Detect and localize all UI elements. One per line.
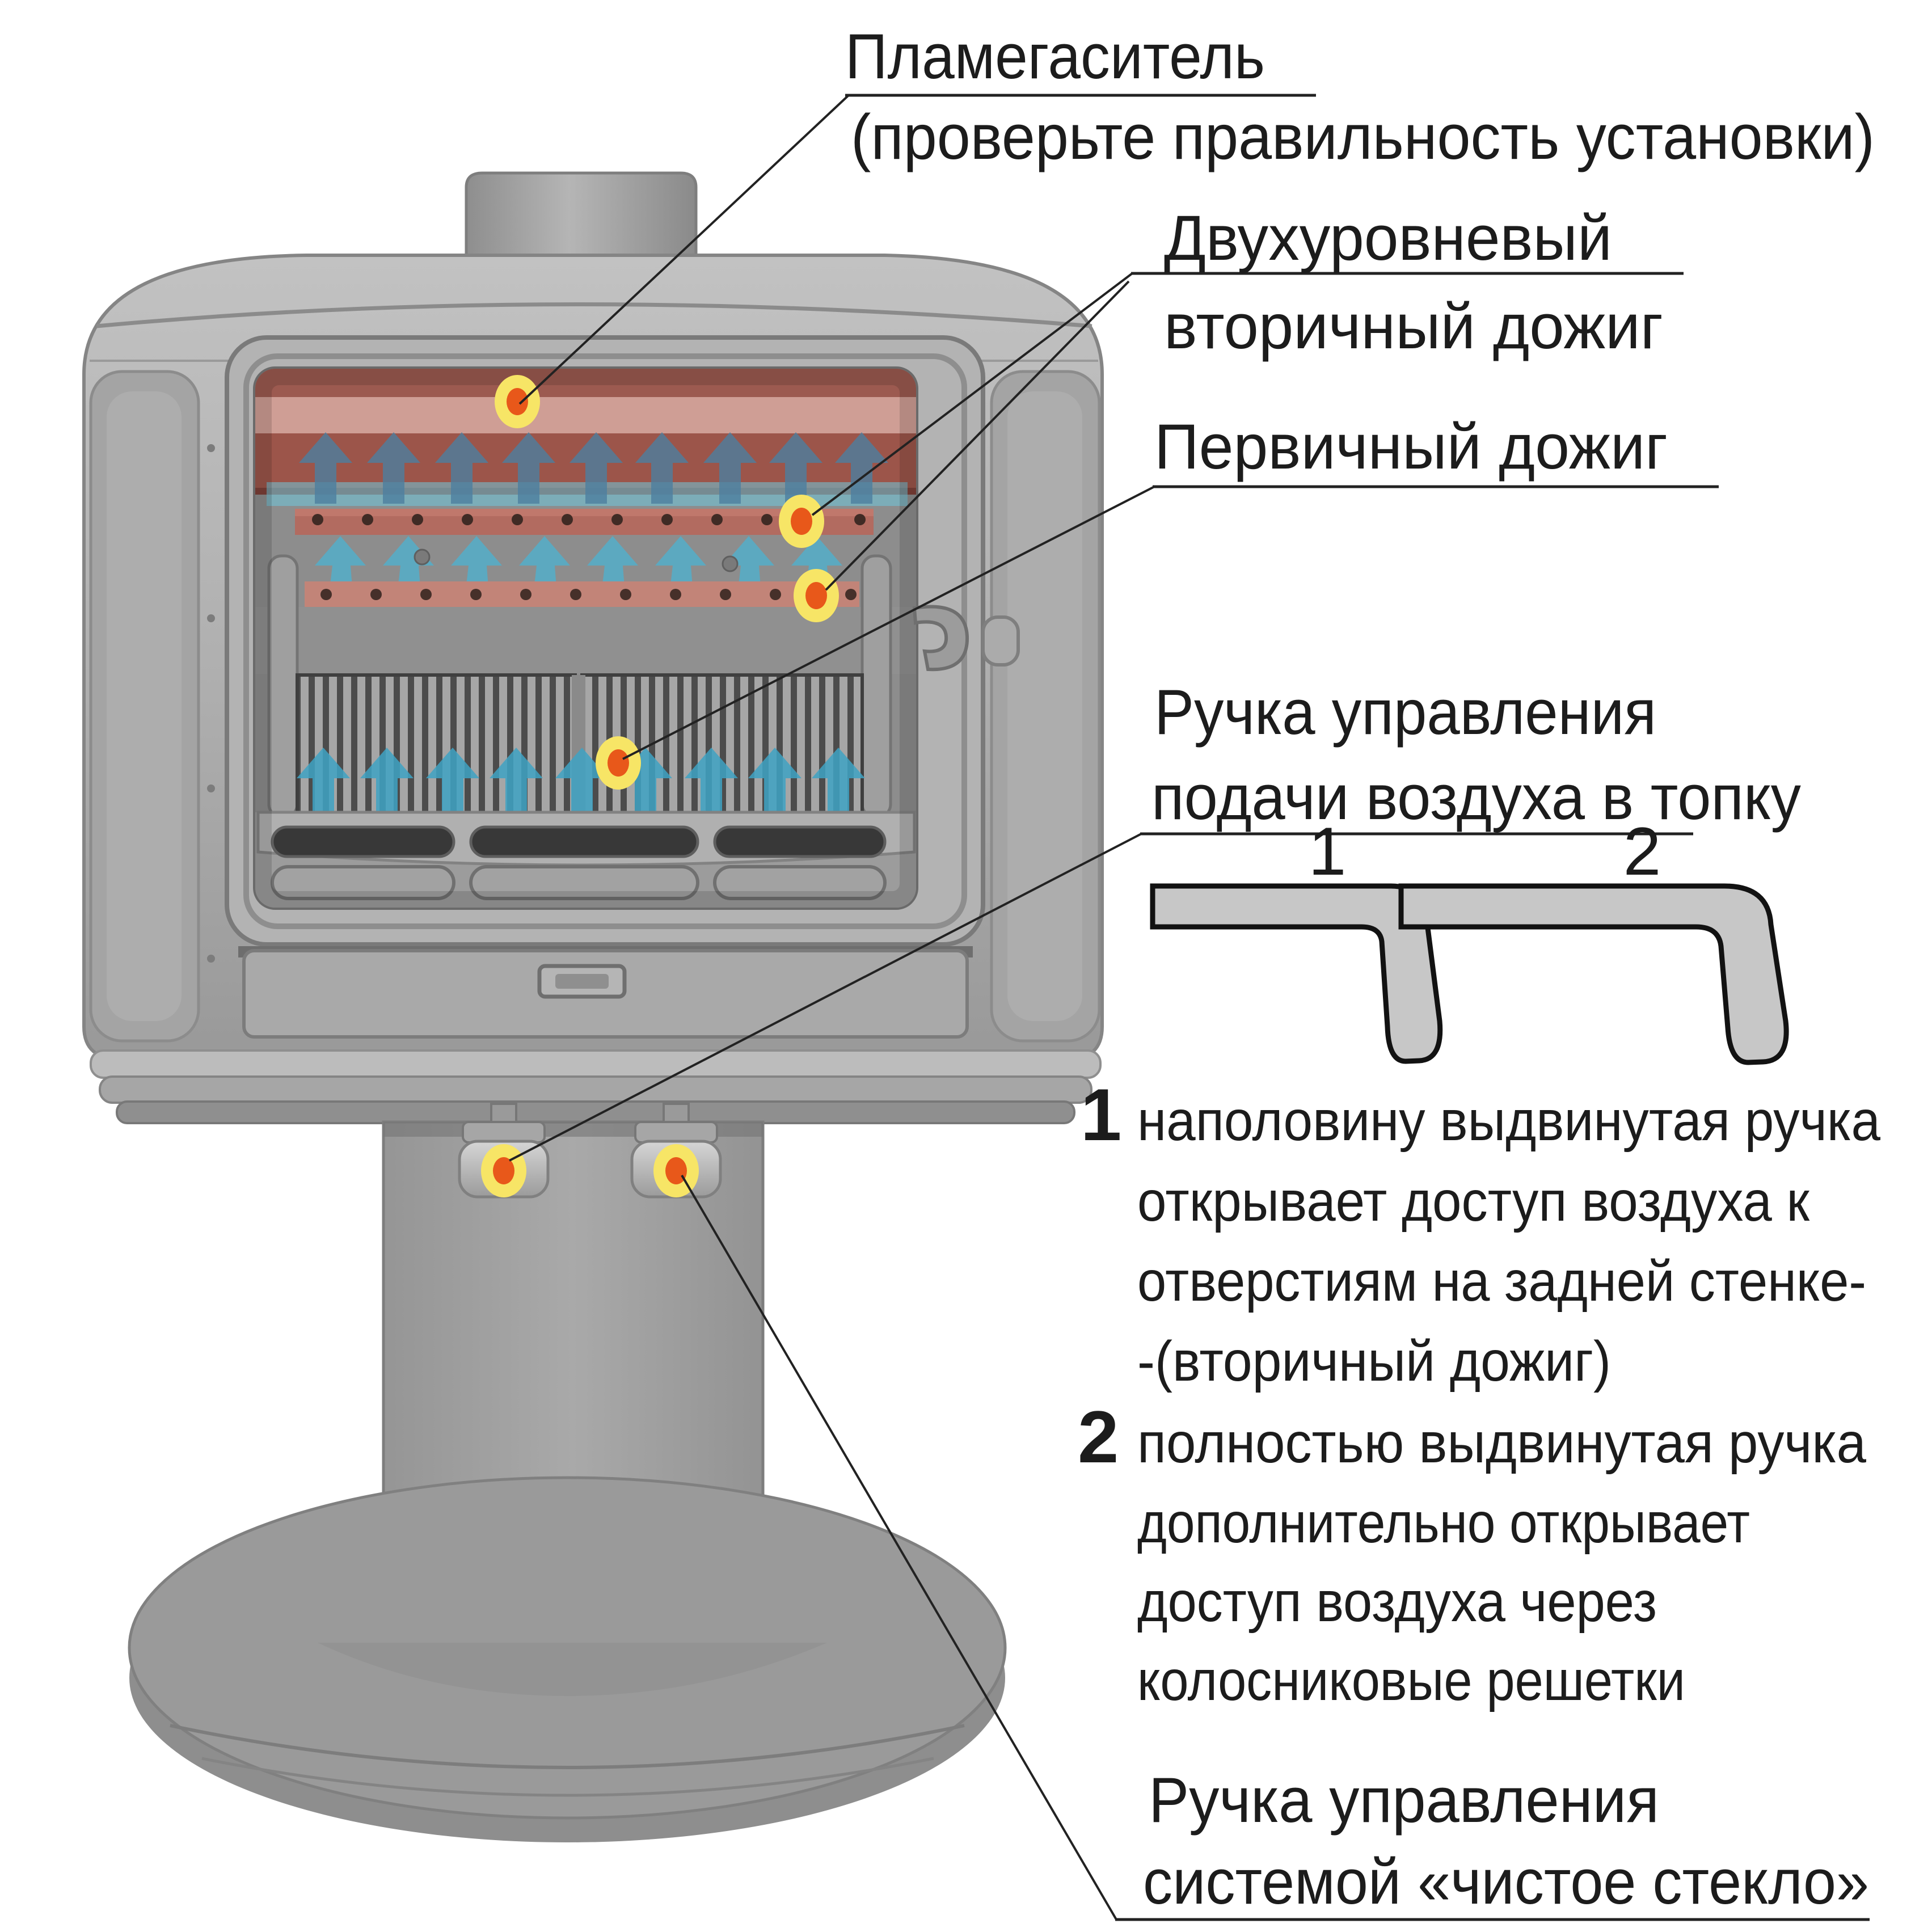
marker-clean-glass-knob bbox=[653, 1144, 699, 1197]
marker-flame-arrester bbox=[495, 375, 540, 428]
side-panel-right-inner bbox=[1007, 391, 1082, 1021]
item-2-line3: доступ воздуха через bbox=[1137, 1570, 1657, 1634]
flange-band-3 bbox=[116, 1100, 1075, 1124]
secondary-burn-strip-2 bbox=[305, 581, 859, 607]
flange-band-1 bbox=[90, 1049, 1102, 1079]
marker-secondary-level-2 bbox=[794, 569, 839, 622]
flange-band-2 bbox=[99, 1075, 1092, 1104]
item-2-line2: дополнительно открывает bbox=[1137, 1491, 1750, 1555]
screw bbox=[414, 549, 431, 566]
explanation-item-1: 1 наполовину выдвинутая ручка открывает … bbox=[1081, 1073, 1880, 1393]
label-primary-burn: Первичный дожиг bbox=[1154, 411, 1668, 482]
label-flame-arrester: Пламегаситель bbox=[845, 21, 1265, 92]
item-1-line3: отверстиям на задней стенке- bbox=[1137, 1250, 1866, 1313]
leader-flame-arrester bbox=[518, 94, 850, 405]
marker-air-knob bbox=[481, 1144, 526, 1197]
air-arrows-upper bbox=[299, 432, 888, 504]
control-knob-right bbox=[630, 1103, 722, 1199]
firebox-post-right bbox=[860, 554, 892, 819]
stove-base bbox=[128, 1476, 1007, 1842]
item-1-line4: -(вторичный дожиг) bbox=[1137, 1330, 1611, 1393]
handle-shape-position-1 bbox=[1150, 883, 1443, 1064]
screw bbox=[722, 555, 739, 572]
drawer-handle-inner bbox=[555, 974, 609, 989]
item-2-line1: полностью выдвинутая ручка bbox=[1137, 1411, 1866, 1475]
firebox-interior bbox=[255, 369, 916, 908]
label-secondary-burn-line2: вторичный дожиг bbox=[1164, 291, 1663, 362]
leader-air-handle bbox=[509, 833, 1142, 1162]
door-latch-keeper bbox=[981, 615, 1020, 667]
side-panel-left-inner bbox=[107, 391, 182, 1021]
leader-secondary-2 bbox=[825, 280, 1130, 591]
door-rivets bbox=[207, 444, 215, 963]
label-flame-arrester-note: (проверьте правильность установки) bbox=[851, 102, 1875, 172]
position-2-number: 2 bbox=[1623, 813, 1661, 889]
label-clean-glass-line2: системой «чистое стекло» bbox=[1143, 1846, 1869, 1917]
door-latch-hook bbox=[912, 605, 969, 672]
stove-top-rim bbox=[96, 302, 1092, 328]
explanation-item-2: 2 полностью выдвинутая ручка дополнитель… bbox=[1078, 1395, 1866, 1712]
label-secondary-burn-line1: Двухуровневый bbox=[1164, 203, 1612, 273]
secondary-burn-strip-1 bbox=[295, 509, 874, 535]
leader-primary bbox=[622, 486, 1155, 760]
firebox-post-left bbox=[267, 554, 299, 819]
vent-slots bbox=[271, 825, 887, 858]
vent-pills bbox=[271, 865, 887, 900]
item-1-line1: наполовину выдвинутая ручка bbox=[1137, 1089, 1880, 1153]
leader-lines bbox=[509, 94, 1870, 1921]
item-2-line4: колосниковые решетки bbox=[1137, 1649, 1685, 1712]
item-1-number: 1 bbox=[1081, 1073, 1121, 1156]
position-1-number: 1 bbox=[1309, 813, 1347, 889]
marker-primary-burn bbox=[596, 736, 641, 790]
perforation-holes-2 bbox=[320, 589, 857, 600]
item-2-number: 2 bbox=[1078, 1395, 1119, 1478]
marker-secondary-level-1 bbox=[779, 495, 824, 548]
label-air-handle-line2: подачи воздуха в топку bbox=[1151, 762, 1801, 833]
air-arrows-lower bbox=[297, 748, 865, 819]
control-knob-left bbox=[458, 1103, 550, 1199]
handle-position-diagram: 1 2 bbox=[1150, 813, 1789, 1065]
handle-shape-position-2 bbox=[1398, 883, 1789, 1065]
stove-illustration bbox=[82, 171, 1104, 1842]
glass-inner-shadow bbox=[255, 369, 916, 908]
label-air-handle-line1: Ручка управления bbox=[1154, 677, 1656, 748]
leader-secondary-1 bbox=[811, 272, 1133, 516]
label-clean-glass-line1: Ручка управления bbox=[1149, 1765, 1659, 1836]
flue-pipe bbox=[465, 171, 698, 263]
leader-clean-glass bbox=[681, 1174, 1117, 1921]
item-1-line2: открывает доступ воздуха к bbox=[1137, 1170, 1810, 1233]
